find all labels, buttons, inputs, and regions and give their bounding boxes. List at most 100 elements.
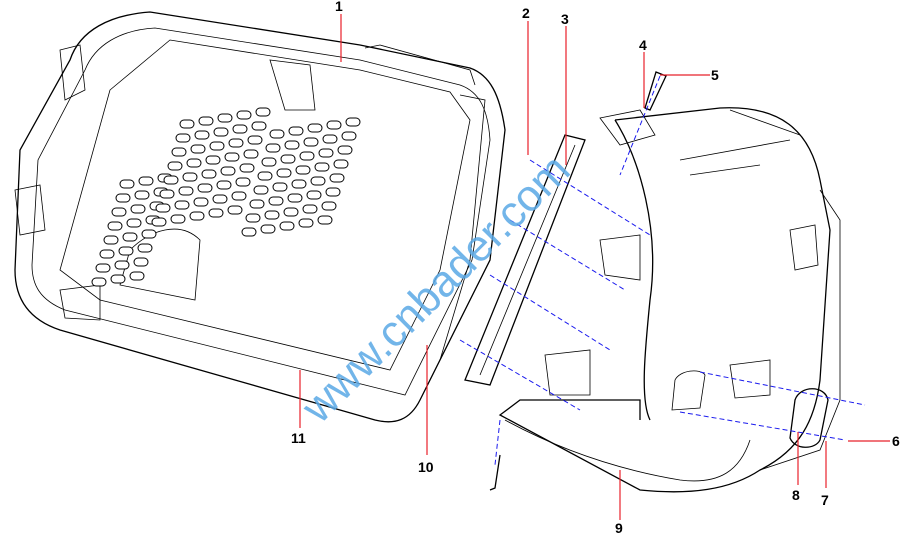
vent-slot (170, 214, 186, 224)
vent-slot (174, 200, 190, 210)
vent-slot (103, 235, 119, 245)
vent-slot (224, 152, 240, 162)
vent-slot (182, 172, 198, 182)
vent-slot (255, 107, 271, 117)
callout-11: 11 (291, 430, 306, 446)
vent-slot (189, 211, 205, 221)
vent-slot (138, 176, 154, 186)
vent-slot (291, 179, 307, 189)
vent-slot (175, 133, 191, 143)
vent-slot (345, 117, 361, 127)
vent-slot (193, 197, 209, 207)
vent-slot (251, 121, 267, 131)
vent-slot (130, 204, 146, 214)
vent-slot (268, 196, 284, 206)
vent-slot (245, 213, 261, 223)
lid-shell (14, 11, 506, 423)
vent-slot (333, 159, 349, 169)
callout-9: 9 (615, 520, 623, 535)
callout-6: 6 (892, 433, 900, 449)
vent-slot (118, 246, 134, 256)
vent-slot (159, 189, 175, 199)
vent-slot (329, 173, 345, 183)
vent-slot (110, 274, 126, 284)
vent-slot (317, 215, 333, 225)
vent-slot (326, 120, 342, 130)
callout-7: 7 (821, 492, 829, 508)
vent-slot (198, 116, 214, 126)
vent-slot (231, 191, 247, 201)
vent-slot (107, 221, 123, 231)
vent-slot (265, 143, 281, 153)
vent-slot (243, 149, 259, 159)
callout-8: 8 (792, 487, 800, 503)
case-body (498, 107, 841, 493)
callout-labels: 1 2 3 4 5 6 7 8 9 10 11 (291, 0, 900, 535)
vent-slot (232, 124, 248, 134)
vent-slot (212, 194, 228, 204)
hinge-bar (464, 134, 586, 386)
vent-slot (253, 185, 269, 195)
vent-slot (91, 277, 107, 287)
vent-slot (241, 227, 257, 237)
vent-slot (186, 158, 202, 168)
vent-slot (307, 123, 323, 133)
vent-slot (322, 134, 338, 144)
vent-slot (217, 113, 233, 123)
vent-slot (318, 148, 334, 158)
callout-2: 2 (522, 5, 530, 21)
vent-slot (111, 207, 127, 217)
vent-slot (236, 110, 252, 120)
lower-bolt (489, 454, 501, 491)
vent-slot (337, 145, 353, 155)
vent-slot (194, 130, 210, 140)
vent-slot (197, 183, 213, 193)
vent-slot (325, 187, 341, 197)
vent-slot (239, 163, 255, 173)
vent-slot (171, 147, 187, 157)
vent-slot (269, 129, 285, 139)
callout-3: 3 (561, 11, 569, 27)
vent-slot (209, 141, 225, 151)
vent-slot (341, 131, 357, 141)
vent-slot (272, 182, 288, 192)
reflector (789, 388, 829, 448)
vent-slot (95, 263, 111, 273)
vent-slot (178, 186, 194, 196)
vent-slot (228, 138, 244, 148)
vent-slot (276, 168, 292, 178)
vent-slot (303, 137, 319, 147)
vent-slot (287, 193, 303, 203)
leader-lines (299, 14, 890, 520)
vent-slot (299, 151, 315, 161)
vent-slot (283, 207, 299, 217)
vent-slot (280, 154, 296, 164)
vent-slot (216, 180, 232, 190)
vent-slot (190, 144, 206, 154)
vent-slot (205, 155, 221, 165)
vent-slot (249, 199, 265, 209)
vent-slot (295, 165, 311, 175)
vent-slot (133, 257, 149, 267)
vent-slot (302, 204, 318, 214)
vent-slot (129, 271, 145, 281)
vent-slot (163, 175, 179, 185)
vent-slot (126, 218, 142, 228)
vent-slot (314, 162, 330, 172)
vent-slot (134, 190, 150, 200)
vent-slot (114, 260, 130, 270)
vent-slot (220, 166, 236, 176)
vent-slot (201, 169, 217, 179)
vent-slot (306, 190, 322, 200)
vent-slot (179, 119, 195, 129)
vent-slot (213, 127, 229, 137)
vent-slot (321, 201, 337, 211)
vent-slot (310, 176, 326, 186)
assembly-lines (459, 75, 866, 466)
callout-10: 10 (418, 459, 434, 475)
vent-slot (137, 243, 153, 253)
vent-slots (91, 107, 361, 287)
vent-slot (99, 249, 115, 259)
